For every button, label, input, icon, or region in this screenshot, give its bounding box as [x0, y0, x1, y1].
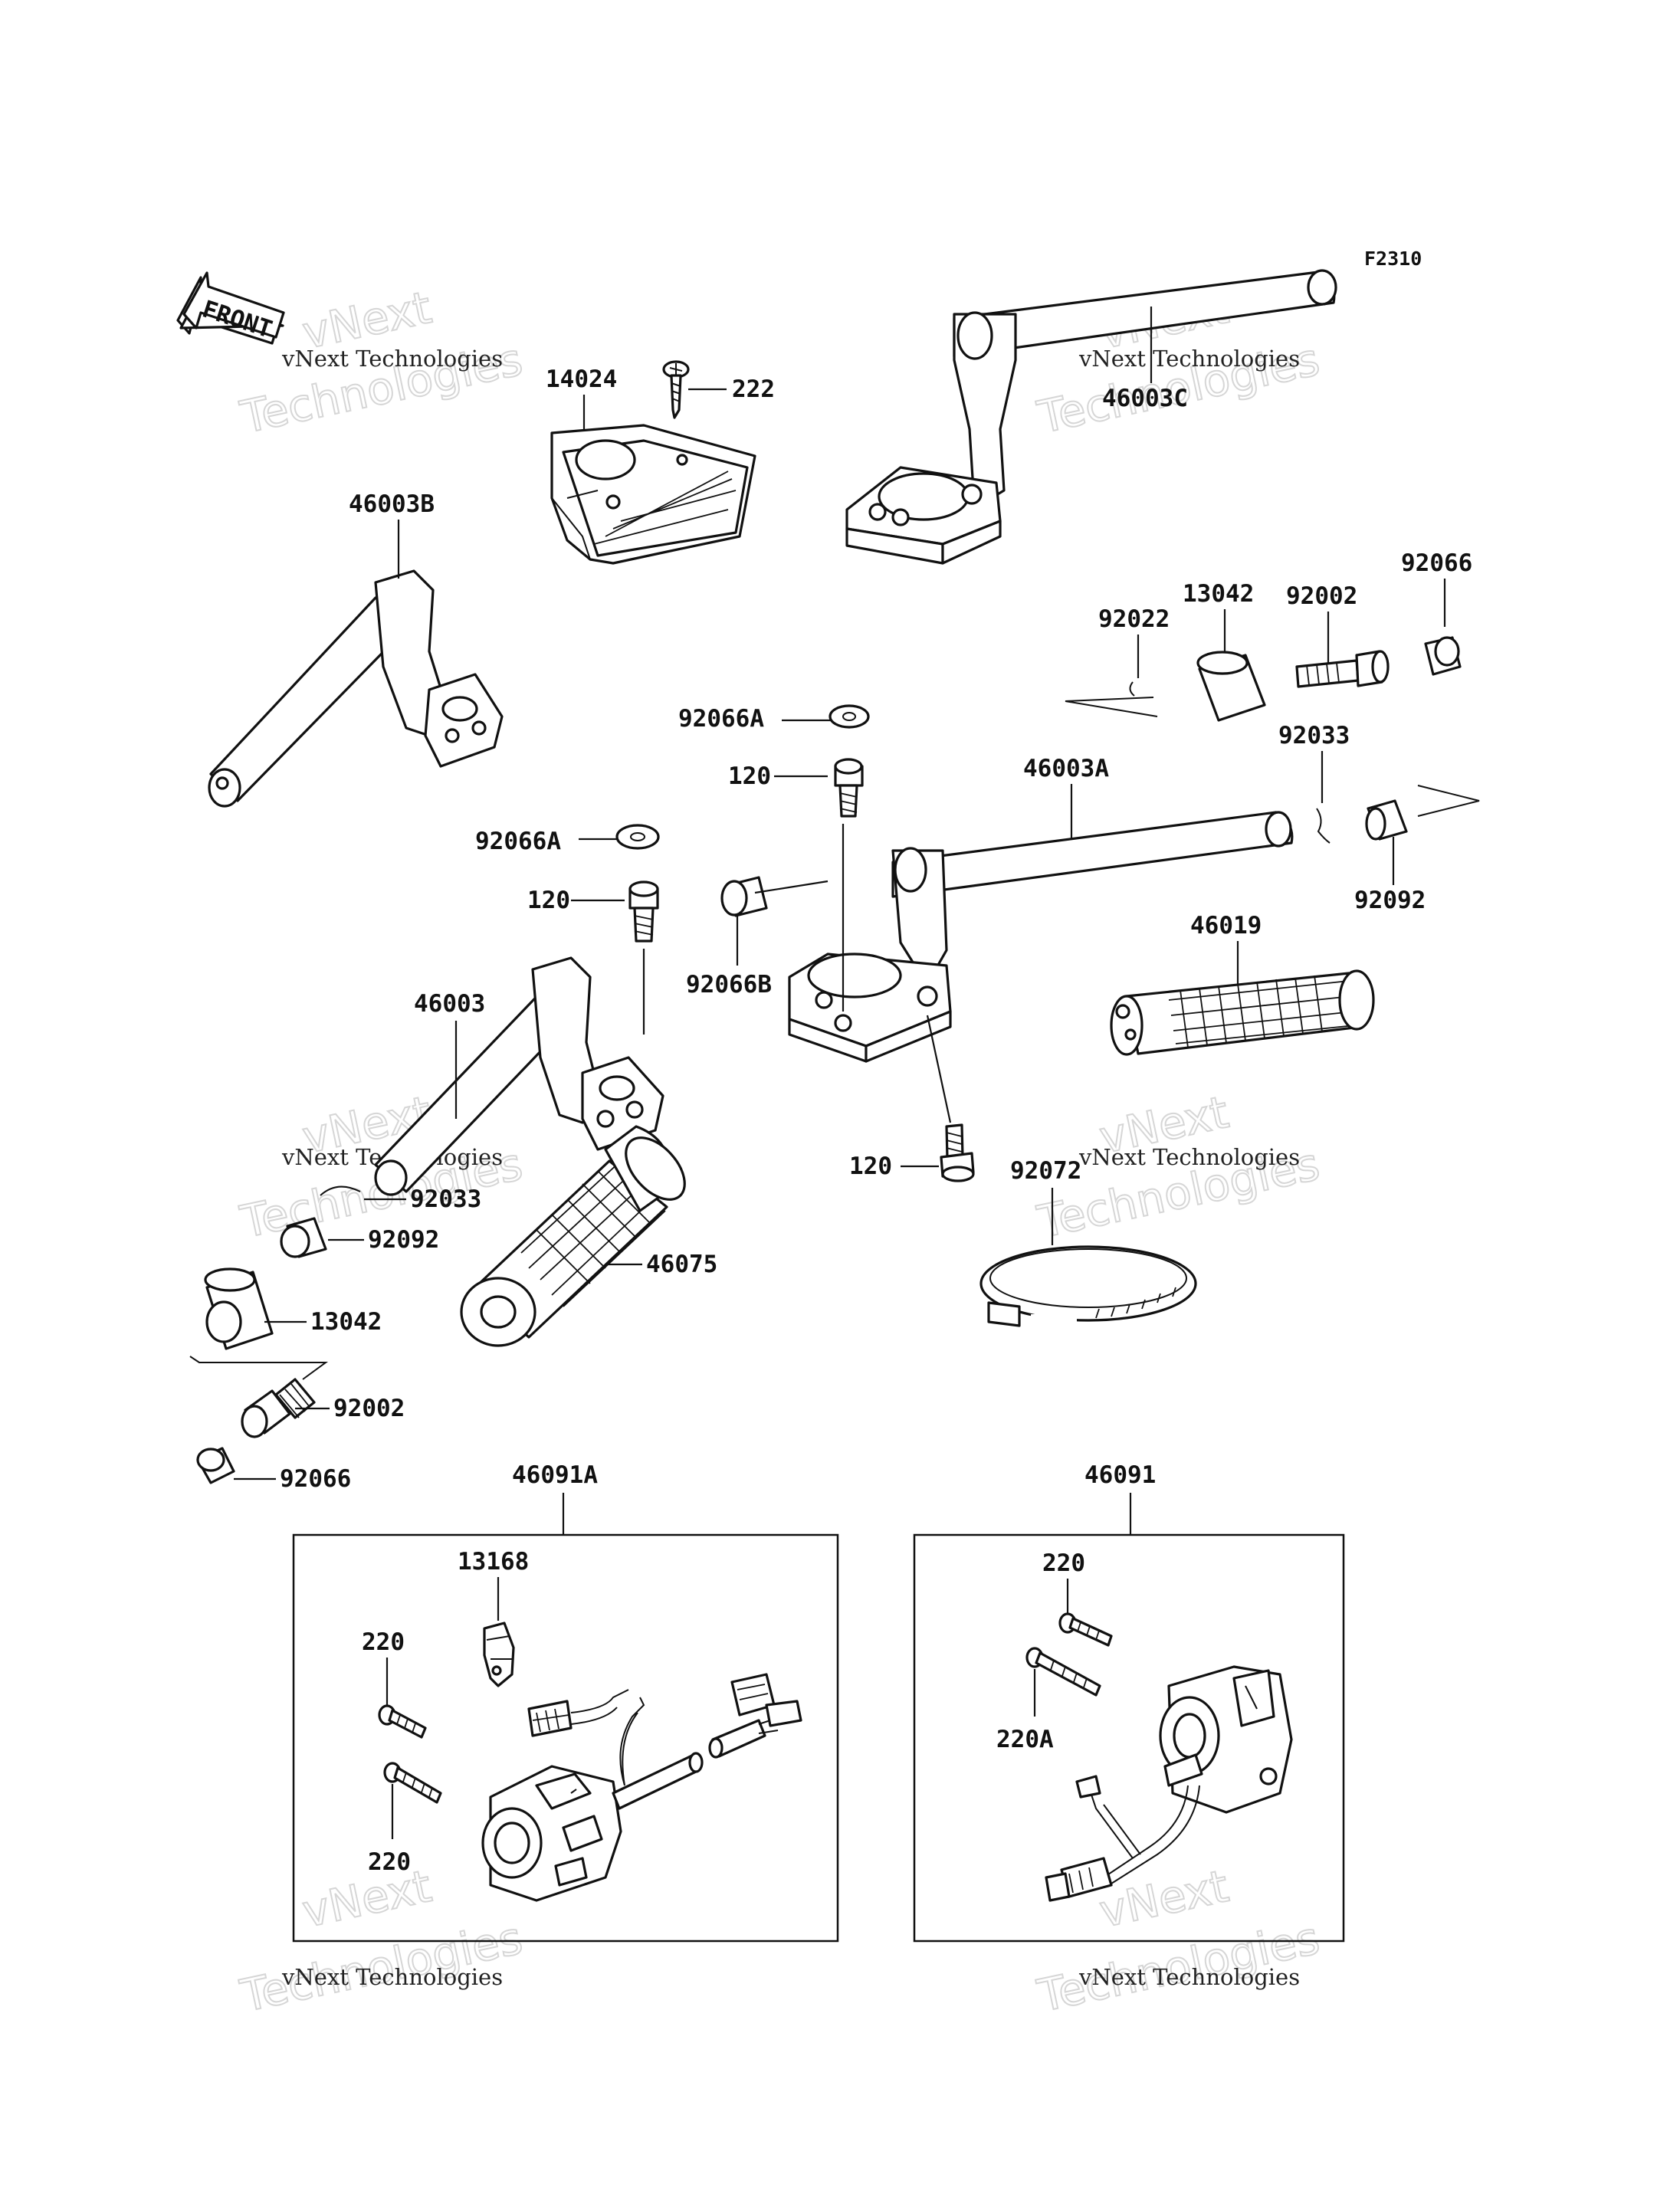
bolt-120-3	[940, 1123, 975, 1182]
screw-220-c	[1058, 1612, 1113, 1647]
plug-92066B	[720, 876, 768, 917]
label-92033-bottom: 92033	[410, 1185, 481, 1213]
bracket-14024	[550, 424, 756, 565]
label-222: 222	[732, 375, 775, 403]
label-46091A: 46091A	[512, 1461, 598, 1489]
label-92072: 92072	[1010, 1157, 1081, 1185]
label-92066-top: 92066	[1401, 549, 1472, 577]
box-46091A	[292, 1533, 839, 1943]
label-92066B: 92066B	[686, 971, 772, 998]
switch-housing-left	[481, 1673, 802, 1902]
bar-end-indicator-bottom	[189, 1356, 329, 1380]
svg-text:vNext Technologies: vNext Technologies	[1078, 346, 1300, 372]
cap-92092-bottom	[280, 1217, 327, 1258]
washer-92066A-2	[615, 824, 660, 850]
label-220-c: 220	[1042, 1549, 1085, 1577]
label-92092-bottom: 92092	[368, 1226, 439, 1254]
label-13042-top: 13042	[1183, 580, 1254, 608]
svg-text:vNext: vNext	[298, 1860, 436, 1938]
weight-13042-top	[1196, 651, 1266, 722]
handlebar-46003B	[208, 569, 504, 808]
bar-end-indicator-top	[1065, 697, 1158, 717]
screw-220A	[1025, 1647, 1101, 1697]
handlebar-46003A	[788, 811, 1294, 1063]
screw-220-a	[378, 1704, 427, 1739]
bar-end-indicator-right	[1417, 785, 1480, 817]
label-92092-top: 92092	[1354, 887, 1426, 914]
handlebar-46003	[374, 956, 664, 1196]
handlebar-46003C	[845, 269, 1337, 565]
label-120-1: 120	[728, 762, 771, 790]
label-46003A: 46003A	[1023, 755, 1109, 782]
label-46003B: 46003B	[349, 490, 435, 518]
screw-220-b	[383, 1762, 442, 1804]
washer-92066A-1	[829, 704, 870, 729]
bolt-120-1	[834, 758, 864, 818]
band-92072	[979, 1245, 1197, 1327]
watermark-top-left: vNext Technologies vNext Technologies	[235, 280, 528, 444]
label-92066A-2: 92066A	[475, 828, 561, 855]
box-46091	[913, 1533, 1345, 1943]
cap-92092-top	[1365, 799, 1408, 841]
cap-92066-top	[1424, 636, 1462, 676]
svg-text:vNext Technologies: vNext Technologies	[1078, 1964, 1300, 1990]
switch-housing-right	[1045, 1665, 1293, 1902]
label-220-a: 220	[362, 1628, 405, 1656]
svg-text:vNext Technologies: vNext Technologies	[1078, 1144, 1300, 1170]
label-92002-top: 92002	[1286, 582, 1357, 610]
grip-46019	[1110, 969, 1375, 1056]
label-46075: 46075	[646, 1251, 717, 1278]
svg-text:vNext Technologies: vNext Technologies	[281, 346, 503, 372]
label-92002-bottom: 92002	[333, 1395, 405, 1422]
label-13168: 13168	[458, 1548, 529, 1576]
label-92066A-1: 92066A	[678, 705, 764, 733]
label-120-2: 120	[527, 887, 570, 914]
svg-text:vNext Technologies: vNext Technologies	[281, 1964, 503, 1990]
grip-46075	[460, 1125, 686, 1347]
label-46091: 46091	[1084, 1461, 1156, 1489]
label-13042-bottom: 13042	[310, 1308, 382, 1336]
bolt-92002-top	[1295, 650, 1390, 688]
clip-92022	[1129, 681, 1135, 697]
label-120-3: 120	[849, 1153, 892, 1180]
svg-text:vNext: vNext	[1095, 1860, 1233, 1938]
cap-92066-bottom	[196, 1447, 235, 1484]
label-92033-top: 92033	[1278, 722, 1350, 749]
label-92066-bottom: 92066	[280, 1465, 351, 1493]
label-46019: 46019	[1190, 912, 1262, 939]
screw-222	[662, 360, 690, 419]
bolt-120-2	[628, 880, 659, 943]
bracket-13168	[483, 1622, 515, 1687]
label-92022: 92022	[1098, 605, 1170, 633]
label-14024: 14024	[546, 366, 617, 393]
clip-92033-bottom	[320, 1185, 361, 1196]
label-46003C: 46003C	[1102, 385, 1188, 412]
clip-92033-top	[1316, 808, 1331, 844]
label-220A: 220A	[996, 1726, 1054, 1753]
label-46003: 46003	[414, 990, 485, 1018]
figure-code: F2310	[1364, 248, 1422, 270]
label-220-b: 220	[368, 1848, 411, 1876]
weight-13042-bottom	[204, 1267, 274, 1350]
front-arrow-icon: FRONT	[176, 271, 285, 345]
